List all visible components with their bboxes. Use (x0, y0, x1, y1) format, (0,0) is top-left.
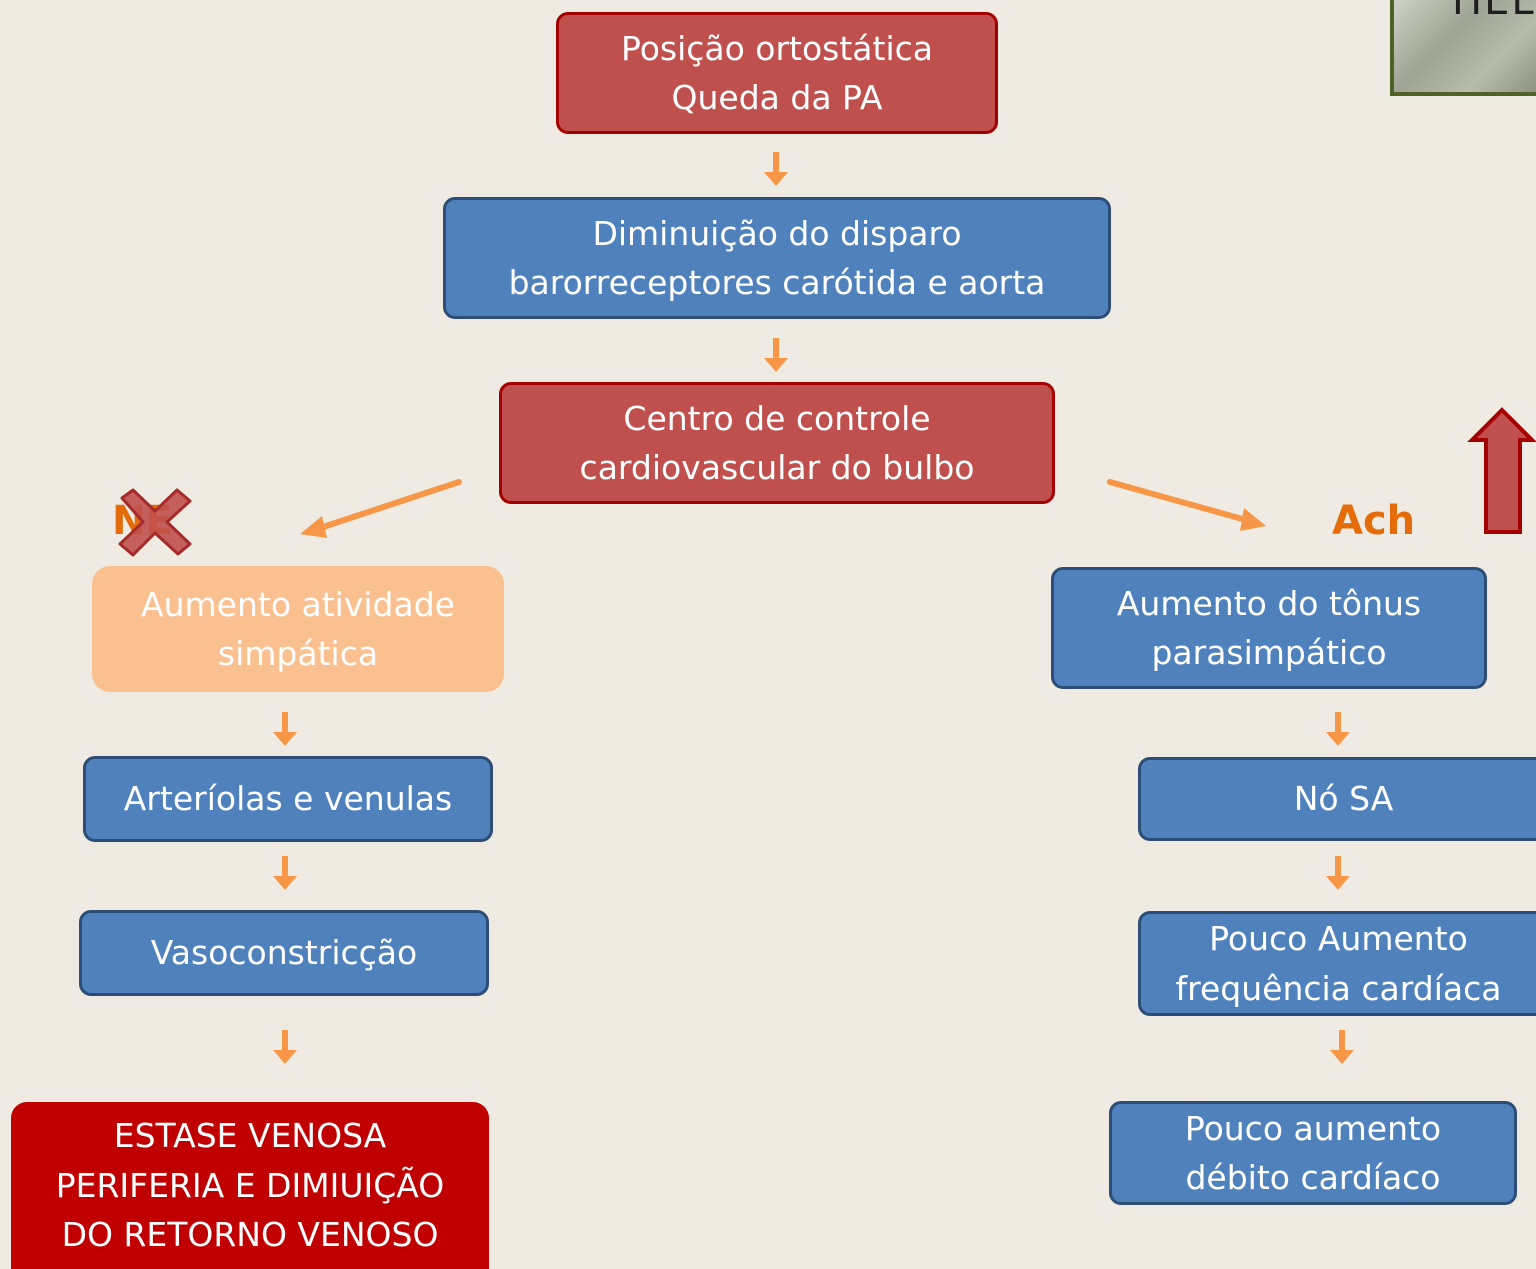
node-parasympathetic-label: Aumento do tônus parasimpático (1116, 583, 1422, 673)
node-cardiac-output: Pouco aumento débito cardíaco (1109, 1101, 1517, 1205)
node-sympathetic: Aumento atividade simpática (92, 566, 504, 692)
node-control-center-label: Centro de controle cardiovascular do bul… (579, 398, 975, 488)
diagonal-arrow-right (1107, 479, 1266, 531)
node-arterioles: Arteríolas e venulas (83, 756, 493, 842)
node-parasympathetic: Aumento do tônus parasimpático (1051, 567, 1487, 689)
node-sympathetic-label: Aumento atividade simpática (141, 584, 455, 674)
node-baroreceptors: Diminuição do disparo barorreceptores ca… (443, 197, 1111, 319)
node-sa-node-label: Nó SA (1293, 779, 1394, 819)
logo-thumbnail: HEL (1390, 0, 1536, 96)
node-orthostatic-label: Posição ortostática Queda da PA (620, 28, 934, 118)
node-venous-stasis: ESTASE VENOSA PERIFERIA E DIMIUIÇÃO DO R… (11, 1102, 489, 1269)
node-heart-rate: Pouco Aumento frequência cardíaca (1138, 911, 1536, 1016)
node-sa-node: Nó SA (1138, 757, 1536, 841)
ach-label: Ach (1332, 498, 1416, 544)
cross-mark-icon (118, 488, 192, 557)
node-orthostatic: Posição ortostática Queda da PA (556, 12, 998, 134)
node-cardiac-output-label: Pouco aumento débito cardíaco (1184, 1108, 1442, 1198)
node-baroreceptors-label: Diminuição do disparo barorreceptores ca… (508, 213, 1046, 303)
node-vasoconstriction-label: Vasoconstricção (150, 933, 418, 973)
node-venous-stasis-label: ESTASE VENOSA PERIFERIA E DIMIUIÇÃO DO R… (55, 1116, 445, 1255)
node-arterioles-label: Arteríolas e venulas (123, 779, 453, 819)
node-heart-rate-label: Pouco Aumento frequência cardíaca (1175, 919, 1502, 1008)
node-vasoconstriction: Vasoconstricção (79, 910, 489, 996)
node-control-center: Centro de controle cardiovascular do bul… (499, 382, 1055, 504)
up-arrow-icon (1467, 407, 1536, 534)
logo-text: HEL (1452, 0, 1536, 24)
diagonal-arrow-left (300, 479, 462, 538)
